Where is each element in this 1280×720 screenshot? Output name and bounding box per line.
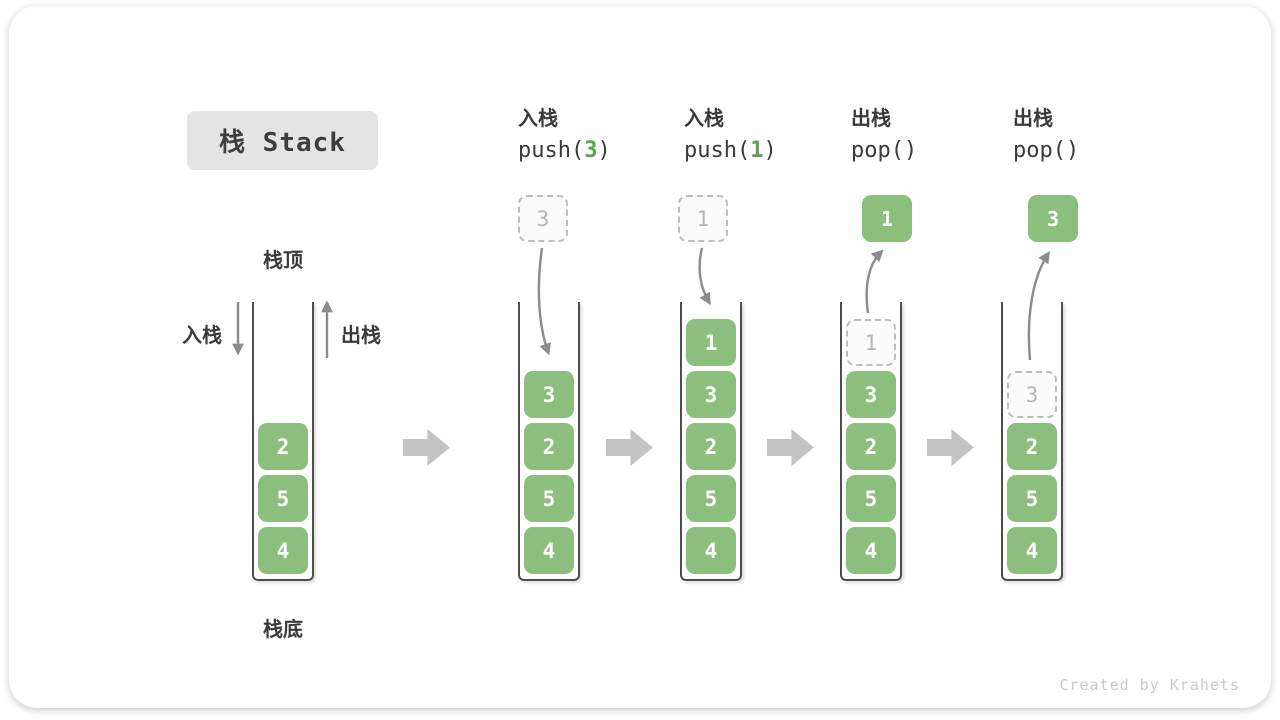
code-arg: 3 [584, 138, 598, 163]
transition-arrow-icon [767, 429, 814, 466]
transition-arrow-icon [606, 429, 653, 466]
step-3-header: 出栈 pop() [851, 104, 1011, 168]
transition-arrow-icon [927, 429, 974, 466]
code-fn: pop( [851, 138, 904, 163]
code-fn: push( [684, 138, 751, 163]
floating-popped-value-3: 3 [1028, 195, 1078, 242]
step-4-code: pop() [1013, 134, 1173, 168]
stack-element: 4 [686, 527, 736, 574]
code-close: ) [597, 138, 611, 163]
stack-element: 2 [258, 423, 308, 470]
stack-element: 4 [846, 527, 896, 574]
step-2-code: push(1) [684, 134, 844, 168]
page-title: 栈 Stack [187, 111, 378, 170]
transition-arrow-icon [403, 429, 450, 466]
stack-element: 2 [524, 423, 574, 470]
stack-element: 5 [258, 475, 308, 522]
pop-direction-label: 出栈 [341, 325, 381, 347]
stack-element: 5 [524, 475, 574, 522]
code-arg: 1 [750, 138, 764, 163]
stack-element: 5 [686, 475, 736, 522]
code-close: ) [903, 138, 918, 163]
floating-push-value-3: 3 [518, 195, 568, 242]
step-1-op-label: 入栈 [518, 108, 558, 130]
stack-top-label: 栈顶 [263, 250, 303, 272]
stack-element: 2 [686, 423, 736, 470]
stack-element: 5 [1007, 475, 1057, 522]
stack-element: 4 [1007, 527, 1057, 574]
stack-element: 2 [1007, 423, 1057, 470]
code-close: ) [763, 138, 777, 163]
stack-element: 5 [846, 475, 896, 522]
push-1-curve-arrow-icon [698, 247, 711, 306]
code-close: ) [1065, 138, 1080, 163]
stack-element: 4 [524, 527, 574, 574]
stack-element: 1 [686, 319, 736, 366]
code-fn: pop( [1013, 138, 1066, 163]
code-fn: push( [518, 138, 585, 163]
stack-element: 2 [846, 423, 896, 470]
floating-popped-value-1: 1 [862, 195, 912, 242]
credit-text: Created by Krahets [1059, 676, 1240, 694]
stack-element: 3 [524, 371, 574, 418]
step-4-op-label: 出栈 [1013, 108, 1053, 130]
step-3-op-label: 出栈 [851, 108, 891, 130]
stack-element: 4 [258, 527, 308, 574]
step-1-code: push(3) [518, 134, 678, 168]
step-4-header: 出栈 pop() [1013, 104, 1173, 168]
floating-push-value-1: 1 [678, 195, 728, 242]
stack-element-ghost: 1 [846, 319, 896, 366]
step-3-code: pop() [851, 134, 1011, 168]
step-2-header: 入栈 push(1) [684, 104, 844, 168]
step-2-op-label: 入栈 [684, 108, 724, 130]
stack-bottom-label: 栈底 [263, 619, 303, 641]
push-direction-label: 入栈 [182, 325, 222, 347]
stack-element: 3 [686, 371, 736, 418]
stack-element-ghost: 3 [1007, 371, 1057, 418]
stack-element: 3 [846, 371, 896, 418]
step-1-header: 入栈 push(3) [518, 104, 678, 168]
